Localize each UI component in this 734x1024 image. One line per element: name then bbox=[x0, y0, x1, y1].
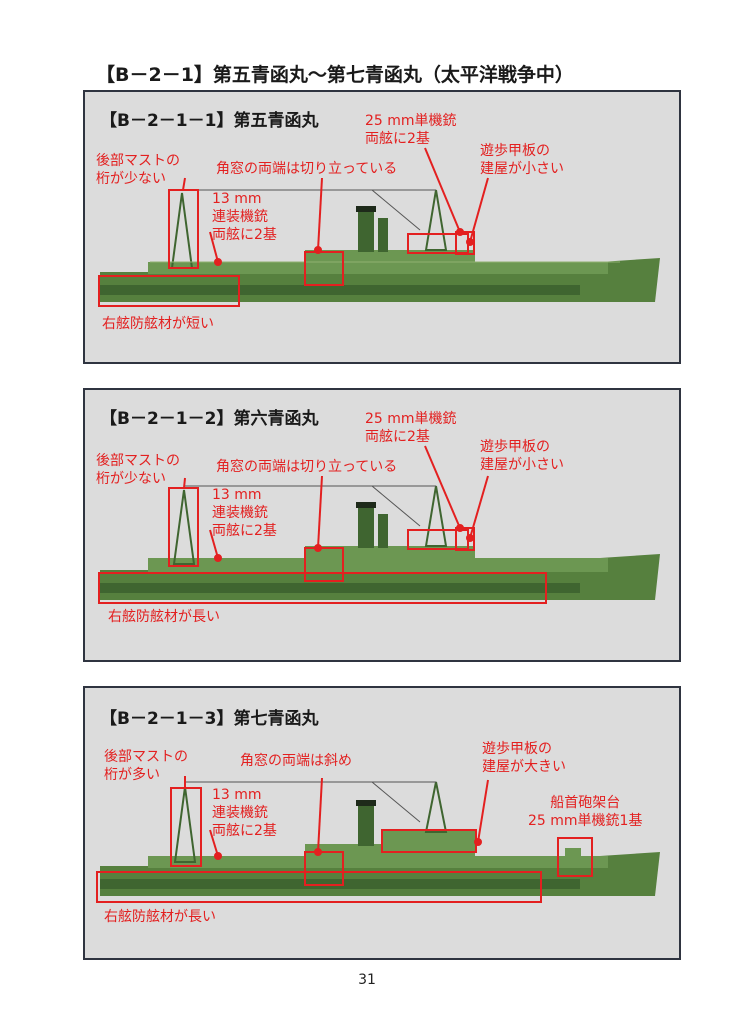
stay-wire bbox=[371, 485, 421, 527]
funnel bbox=[358, 506, 374, 548]
panel-title: 【B－2－1－1】第五青函丸 bbox=[100, 111, 319, 131]
annotation-fender: 右舷防舷材が短い bbox=[102, 316, 214, 332]
bow bbox=[600, 258, 660, 302]
annotation-aft-mast: 後部マストの桁が少ない bbox=[96, 153, 180, 187]
aft-deck bbox=[148, 262, 608, 274]
highlight-fender bbox=[98, 275, 240, 307]
funnel-small bbox=[378, 514, 388, 548]
ship-illustration bbox=[100, 485, 660, 600]
funnel bbox=[358, 210, 374, 252]
highlight-fender bbox=[96, 871, 542, 903]
highlight-boxes bbox=[98, 487, 547, 604]
funnel-top bbox=[356, 800, 376, 806]
annotation-25mm-gun: 25 mm単機銃両舷に2基 bbox=[365, 113, 457, 147]
promenade-deckhouse bbox=[382, 830, 476, 846]
highlight-25mm bbox=[455, 231, 475, 255]
annotation-deckhouse: 遊歩甲板の建屋が小さい bbox=[480, 439, 564, 473]
funnel-small bbox=[378, 218, 388, 252]
bow bbox=[600, 554, 660, 600]
funnel-top bbox=[356, 502, 376, 508]
annotation-aft-mast: 後部マストの桁が多い bbox=[104, 749, 188, 783]
fore-mast bbox=[424, 781, 448, 833]
hull-dark-stripe bbox=[100, 285, 580, 295]
fore-mast bbox=[424, 485, 448, 547]
bow bbox=[600, 852, 660, 896]
funnel bbox=[358, 804, 374, 846]
highlight-window bbox=[304, 251, 344, 286]
stay-wire bbox=[371, 781, 421, 823]
page-title: 【B－2－1】第五青函丸～第七青函丸（太平洋戦争中） bbox=[96, 64, 574, 86]
highlight-fender bbox=[98, 572, 547, 604]
funnel-top bbox=[356, 206, 376, 212]
ship-illustration bbox=[100, 189, 660, 302]
aft-deck bbox=[148, 558, 608, 572]
hull-dark-stripe bbox=[100, 583, 580, 593]
highlight-bow-gun bbox=[557, 837, 593, 877]
panel-title: 【B－2－1－2】第六青函丸 bbox=[100, 409, 319, 429]
leader-lines bbox=[183, 445, 489, 562]
panel-title: 【B－2－1－3】第七青函丸 bbox=[100, 709, 319, 729]
page-number: 31 bbox=[358, 972, 376, 988]
aft-deck bbox=[148, 856, 608, 868]
highlight-aft-mast bbox=[168, 487, 199, 567]
highlight-25mm bbox=[455, 527, 475, 551]
highlight-window bbox=[304, 851, 344, 886]
aft-mast bbox=[172, 489, 196, 565]
annotation-fender: 右舷防舷材が長い bbox=[104, 909, 216, 925]
annotation-window: 角窓の両端は切り立っている bbox=[216, 459, 398, 475]
leader-lines bbox=[182, 147, 489, 266]
fore-mast bbox=[424, 189, 448, 251]
panel-daishichi-seikan-maru bbox=[83, 686, 681, 960]
leader-lines bbox=[184, 776, 489, 860]
annotation-window: 角窓の両端は切り立っている bbox=[216, 161, 398, 177]
annotation-fender: 右舷防舷材が長い bbox=[108, 609, 220, 625]
annotation-window: 角窓の両端は斜め bbox=[240, 753, 352, 769]
annotation-deckhouse: 遊歩甲板の建屋が大きい bbox=[482, 741, 566, 775]
highlight-boxes bbox=[96, 787, 593, 903]
stay-wire bbox=[371, 189, 421, 231]
highlight-window bbox=[304, 547, 344, 582]
annotation-25mm-gun: 25 mm単機銃両舷に2基 bbox=[365, 411, 457, 445]
annotation-deckhouse: 遊歩甲板の建屋が小さい bbox=[480, 143, 564, 177]
bow-gun-platform bbox=[565, 848, 581, 858]
aft-mast bbox=[173, 786, 197, 863]
annotation-aft-mast: 後部マストの桁が少ない bbox=[96, 453, 180, 487]
